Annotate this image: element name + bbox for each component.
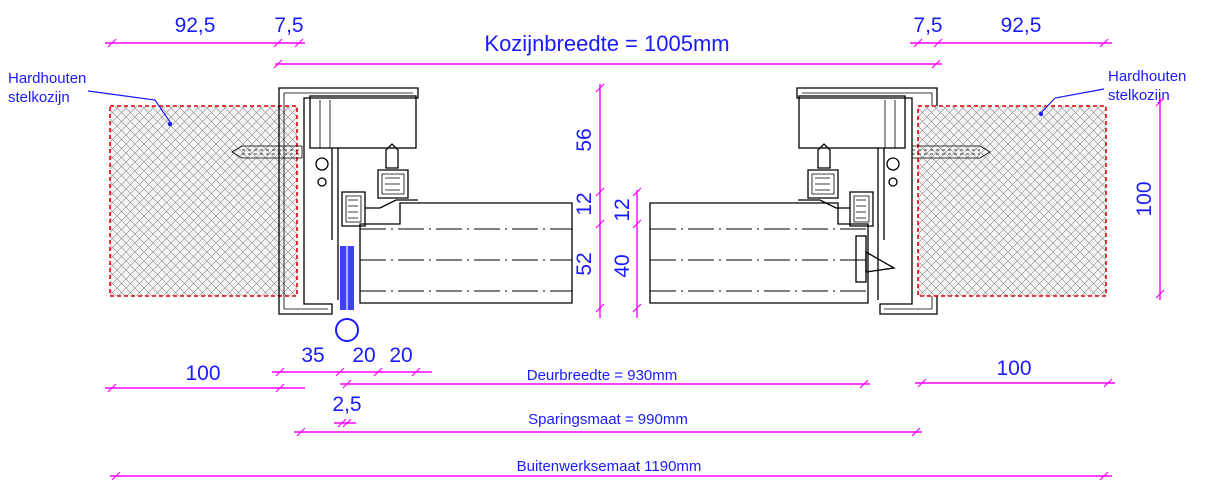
dim-top-left-92-5: 92,5 <box>175 14 216 37</box>
left-wood-subframe: Hardhouten stelkozijn <box>8 70 303 297</box>
dim-bottom-35: 35 <box>301 344 324 367</box>
vertical-dimensions: 56 12 52 12 40 100 <box>573 83 1165 318</box>
dim-vertical-40: 40 <box>611 254 634 277</box>
dim-bottom-20-a: 20 <box>352 344 375 367</box>
dim-bottom-100-left: 100 <box>185 362 220 385</box>
wood-right-label-line2: stelkozijn <box>1108 87 1170 104</box>
dim-top-right-92-5: 92,5 <box>1001 14 1042 37</box>
dim-bottom-2-5: 2,5 <box>332 393 361 416</box>
dim-vertical-12-left: 12 <box>573 192 596 215</box>
deurbreedte-label: Deurbreedte = 930mm <box>527 367 678 384</box>
left-door-leaf <box>359 202 573 304</box>
dim-top-right-7-5: 7,5 <box>913 14 942 37</box>
left-frame-profile <box>278 87 419 342</box>
bottom-dimensions: 100 35 20 20 Deurbreedte = 930mm 100 2,5… <box>105 344 1115 480</box>
wood-left-label-line1: Hardhouten <box>8 70 86 87</box>
right-frame-profile <box>796 87 938 315</box>
dim-vertical-56: 56 <box>573 128 596 151</box>
dim-vertical-100: 100 <box>1133 181 1156 216</box>
dim-bottom-20-b: 20 <box>389 344 412 367</box>
kozijnbreedte-label: Kozijnbreedte = 1005mm <box>484 31 729 56</box>
sparingsmaat-label: Sparingsmaat = 990mm <box>528 411 688 428</box>
right-wood-subframe: Hardhouten stelkozijn <box>911 68 1186 297</box>
dim-vertical-12-right: 12 <box>611 198 634 221</box>
dim-bottom-100-right: 100 <box>996 357 1031 380</box>
right-door-leaf <box>649 202 896 304</box>
buitenwerksemaat-label: Buitenwerksemaat 1190mm <box>517 458 702 475</box>
dim-vertical-52: 52 <box>573 252 596 275</box>
wood-right-label-line1: Hardhouten <box>1108 68 1186 85</box>
wood-left-label-line2: stelkozijn <box>8 89 70 106</box>
top-dimensions: 92,5 7,5 Kozijnbreedte = 1005mm 7,5 92,5 <box>105 14 1112 69</box>
dim-top-left-7-5: 7,5 <box>274 14 303 37</box>
